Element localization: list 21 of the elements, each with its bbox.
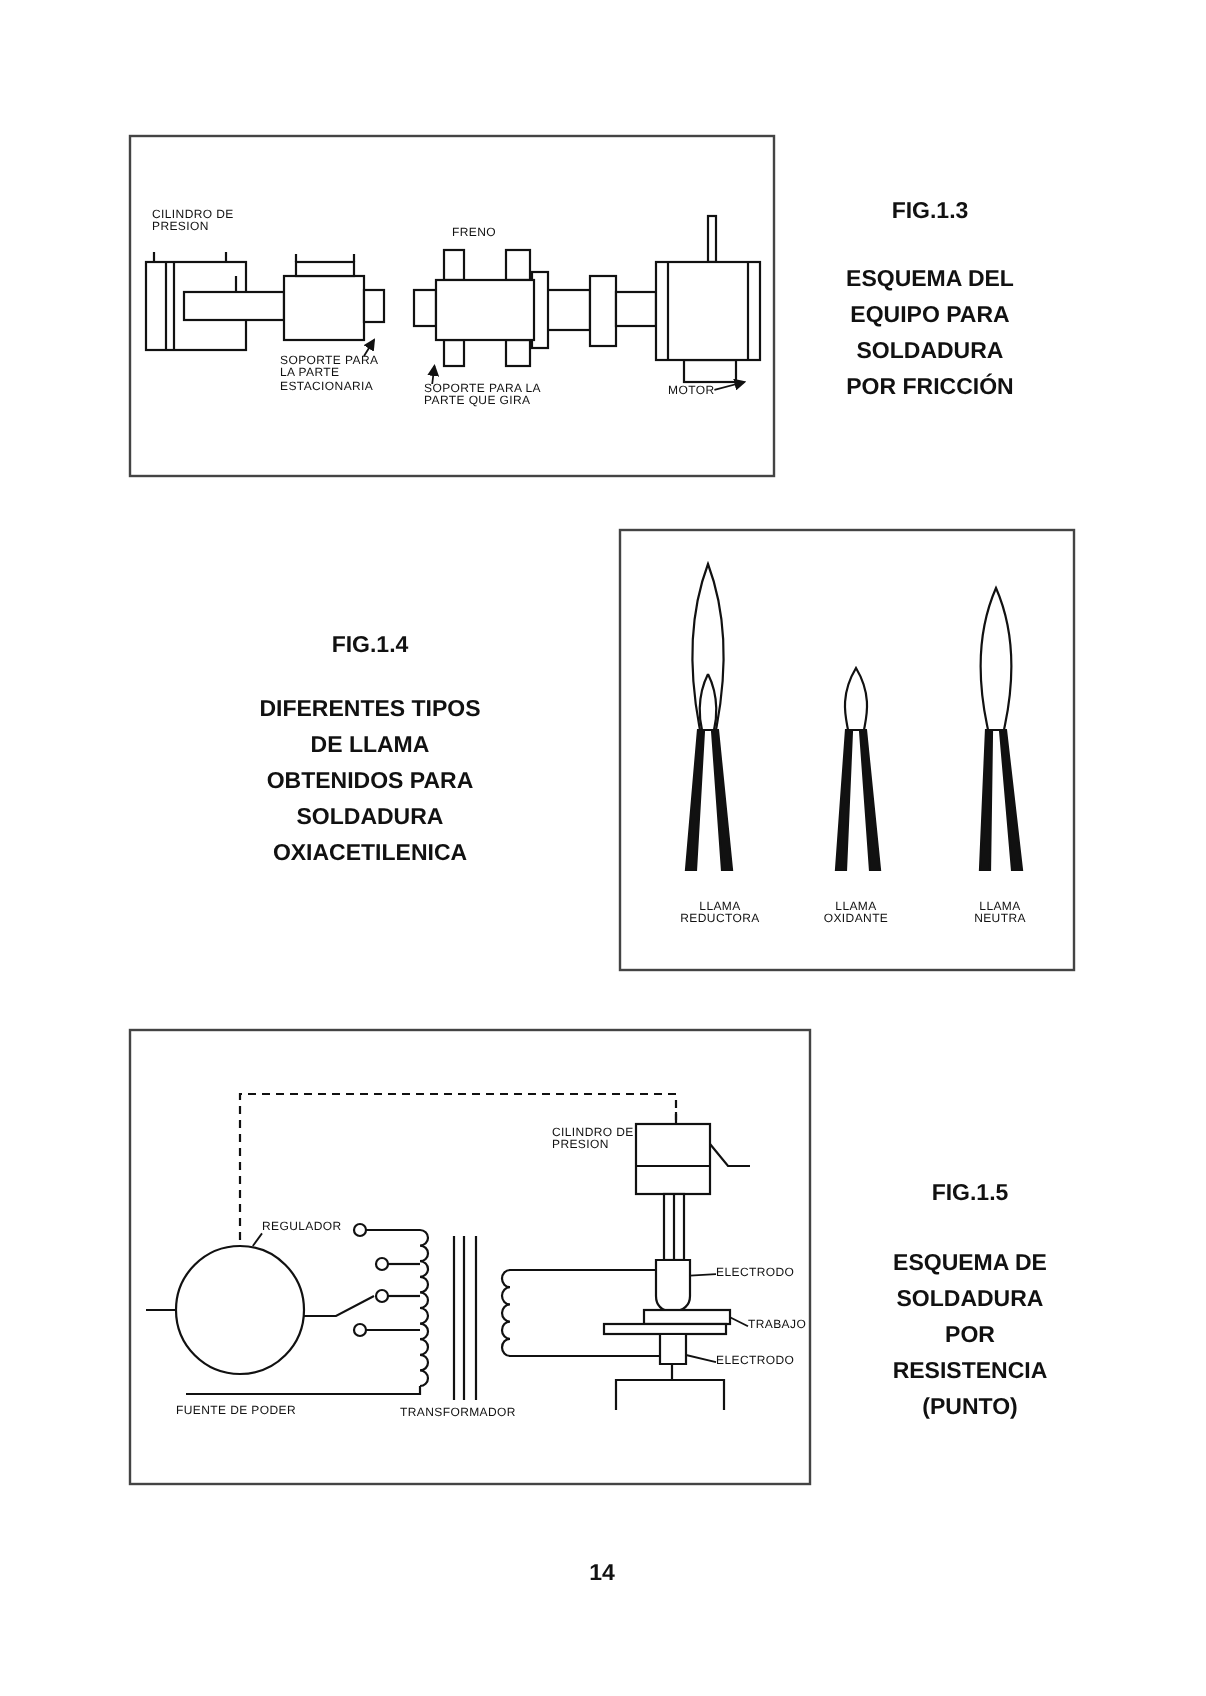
leader-line xyxy=(251,1232,263,1247)
part-holder-drawing xyxy=(282,252,386,342)
figure-number: FIG.1.3 xyxy=(889,198,971,228)
figure-number: FIG.1.5 xyxy=(929,1180,1011,1210)
figure-caption: ESQUEMA DE SOLDADURA POR RESISTENCIA (PUNTO) xyxy=(890,1250,1050,1424)
figure-caption: DIFERENTES TIPOS DE LLAMA OBTENIDOS PARA SOLDADURA OXIACETILENICA xyxy=(257,696,483,870)
figure-number: FIG.1.4 xyxy=(329,632,411,662)
rotating-holder-drawing xyxy=(412,248,536,368)
electrode-drawing xyxy=(658,1332,688,1366)
leader-line xyxy=(689,1273,717,1277)
figure-caption: ESQUEMA DEL EQUIPO PARA SOLDADURA POR FRICCIÓN xyxy=(844,266,1016,404)
leader-arrow xyxy=(713,378,747,391)
workpiece-drawing xyxy=(602,1308,732,1336)
leader-arrow xyxy=(363,338,376,357)
power-source-circle xyxy=(174,1244,306,1376)
leader-arrow xyxy=(427,364,440,385)
leader-line xyxy=(685,1354,717,1364)
page-number: 14 xyxy=(587,1560,617,1590)
leader-line xyxy=(729,1316,749,1328)
motor-drawing xyxy=(654,214,762,384)
electrode-drawing xyxy=(654,1258,692,1314)
